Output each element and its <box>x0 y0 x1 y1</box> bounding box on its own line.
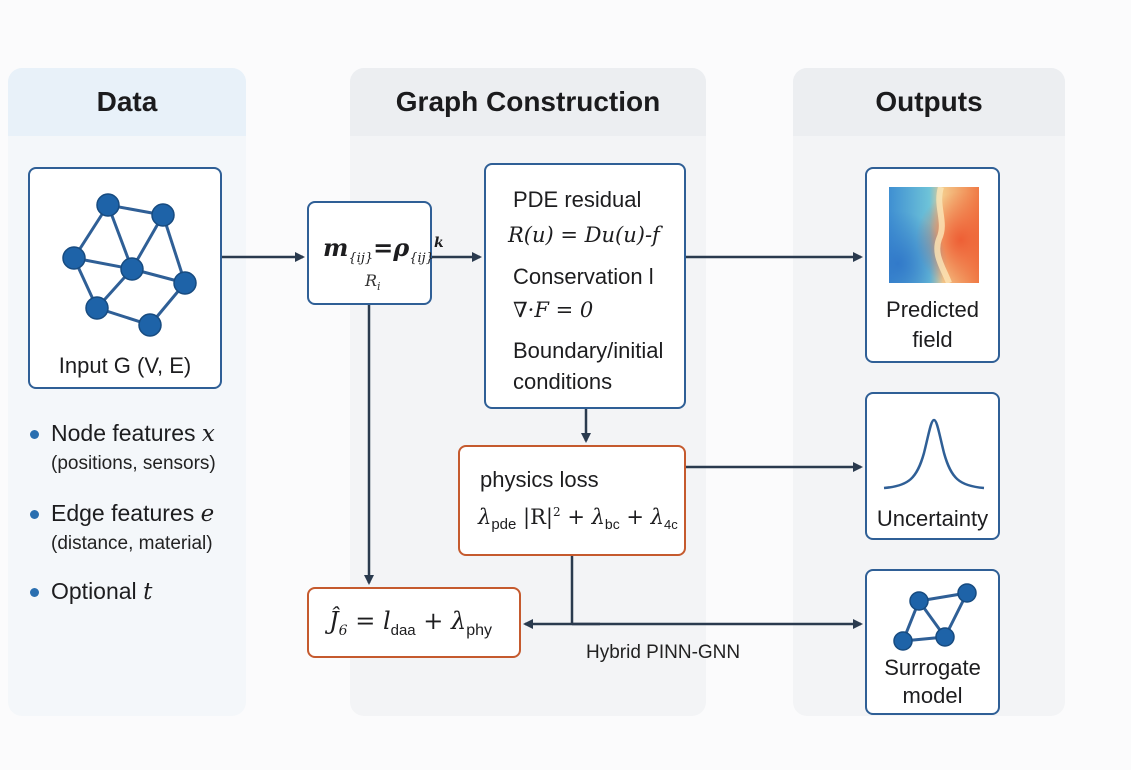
bullet-dot <box>30 430 39 439</box>
graph-construction-header: Graph Construction <box>350 68 706 136</box>
data-column-title: Data <box>96 86 158 117</box>
bullet-dot <box>30 510 39 519</box>
feature-node-sub: (positions, sensors) <box>51 453 216 474</box>
data-column: Data <box>8 68 246 716</box>
pde-title: PDE residual <box>513 187 642 212</box>
input-graph-box: Input G (V, E) <box>28 167 222 389</box>
hybrid-label: Hybrid PINN-GNN <box>586 642 741 663</box>
feature-edge-label: Edge features <box>51 500 195 526</box>
uncertainty-box: Uncertainty <box>865 392 1000 540</box>
physics-loss-equation: λpde |R|2 + λbc + λ4c <box>478 505 678 534</box>
feature-edge: Edge features e (distance, material) <box>30 500 214 555</box>
data-column-header: Data <box>8 68 246 136</box>
bell-curve-icon <box>883 418 985 490</box>
feature-node-label: Node features <box>51 420 196 446</box>
surrogate-label-2: model <box>902 683 963 708</box>
conservation-label: Conservation l <box>513 264 654 289</box>
bullet-dot <box>30 588 39 597</box>
input-graph-icon <box>62 193 197 337</box>
outputs-column-title: Outputs <box>875 86 983 117</box>
surrogate-label-1: Surrogate <box>884 655 981 680</box>
feature-node-var: x <box>201 421 215 447</box>
predicted-field-label-2: field <box>912 327 953 352</box>
pde-equation: R(u) = Du(u)-f <box>508 223 660 247</box>
feature-optional: Optional t <box>30 578 152 605</box>
uncertainty-label: Uncertainty <box>876 506 989 531</box>
pde-residual-box: PDE residual R(u) = Du(u)-f Conservation… <box>484 163 686 409</box>
boundary-label-1: Boundary/initial <box>513 338 664 363</box>
objective-box: Ĵ6 = ldaa + λphy <box>307 587 521 658</box>
message-passing-box: m{ij}=ρ{ij}k Ri <box>307 201 444 305</box>
objective-equation: Ĵ6 = ldaa + λphy <box>329 607 493 639</box>
physics-loss-box: physics loss λpde |R|2 + λbc + λ4c <box>458 445 686 556</box>
surrogate-model-box: Surrogate model <box>865 569 1000 715</box>
graph-construction-title: Graph Construction <box>395 86 661 117</box>
conservation-equation: ∇·F = 0 <box>513 298 594 322</box>
predicted-field-box: Predicted field <box>865 167 1000 363</box>
feature-edge-sub: (distance, material) <box>51 533 213 554</box>
heatmap-icon <box>889 187 979 283</box>
outputs-column-header: Outputs <box>793 68 1065 136</box>
input-graph-label: Input G (V, E) <box>58 353 192 378</box>
predicted-field-label-1: Predicted <box>886 297 979 322</box>
feature-edge-var: e <box>200 501 215 527</box>
boundary-label-2: conditions <box>513 369 613 394</box>
feature-node: Node features x (positions, sensors) <box>30 420 216 475</box>
physics-loss-title: physics loss <box>480 467 599 492</box>
message-equation: m{ij}=ρ{ij}k <box>323 233 444 266</box>
feature-optional-label: Optional <box>51 578 137 604</box>
surrogate-graph-icon <box>893 583 977 651</box>
feature-optional-var: t <box>143 579 153 605</box>
message-region: Ri <box>365 271 381 294</box>
